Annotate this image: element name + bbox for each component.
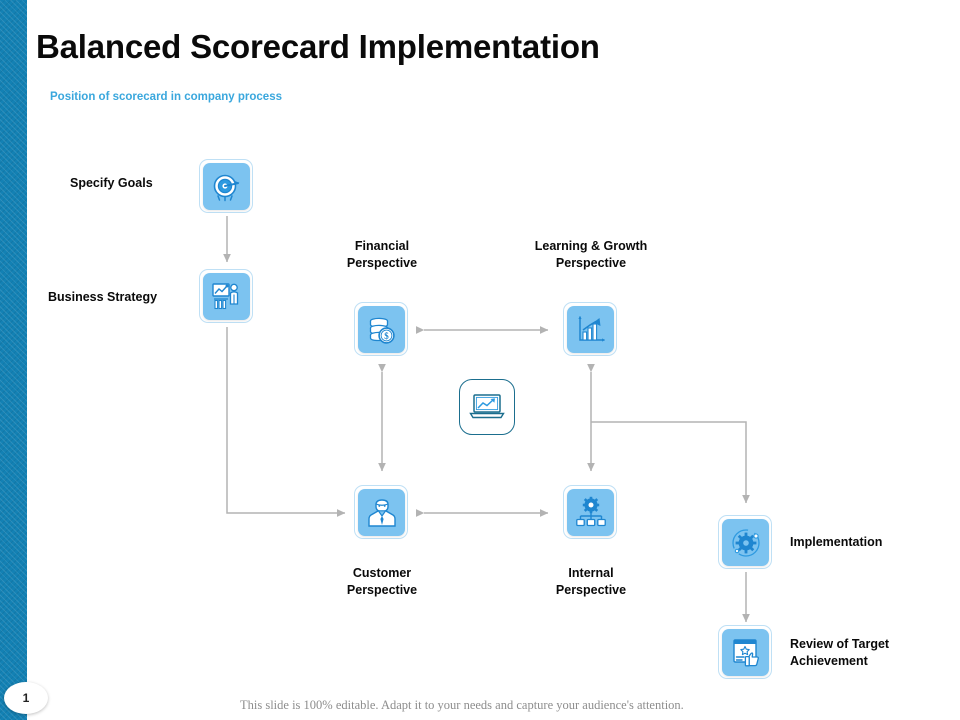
node-label-learning-growth: Learning & Growth Perspective (534, 239, 648, 271)
tile-plate (203, 163, 250, 210)
tile-plate (567, 306, 614, 353)
page-title: Balanced Scorecard Implementation (36, 28, 600, 65)
node-icon-scorecard-center[interactable] (459, 379, 515, 435)
tile-plate: $ (358, 306, 405, 353)
accent-band (0, 0, 27, 720)
user-tie-icon (367, 498, 396, 527)
node-icon-learning-growth[interactable] (563, 302, 619, 358)
node-label-customer: Customer Perspective (346, 566, 418, 598)
node-icon-customer[interactable] (354, 485, 410, 541)
node-icon-internal[interactable] (563, 485, 619, 541)
report-thumbsup-icon (732, 638, 759, 666)
tile-plate (722, 629, 769, 676)
node-label-business-strategy: Business Strategy (48, 290, 158, 304)
growth-chart-icon (577, 315, 605, 342)
node-icon-business-strategy[interactable] (199, 269, 255, 325)
svg-text:$: $ (384, 331, 389, 341)
node-label-implementation: Implementation (790, 535, 883, 549)
tile-frame (718, 515, 772, 569)
page-subtitle: Position of scorecard in company process (50, 91, 282, 103)
tile-plate (722, 519, 769, 566)
node-icon-implementation[interactable] (718, 515, 774, 571)
tile-plate (358, 489, 405, 536)
node-label-internal: Internal Perspective (555, 566, 627, 598)
node-label-review-target: Review of Target Achievement (790, 637, 890, 669)
tile-frame (563, 302, 617, 356)
node-icon-financial[interactable]: $ (354, 302, 410, 358)
node-icon-review-target[interactable] (718, 625, 774, 681)
tile-frame (718, 625, 772, 679)
laptop-chart-icon (469, 394, 505, 419)
presentation-icon (211, 282, 238, 309)
tile-frame-white (459, 379, 515, 435)
node-icon-specify-goals[interactable] (199, 159, 255, 215)
tile-frame (354, 302, 408, 356)
tile-plate (567, 489, 614, 536)
gear-hierarchy-icon (575, 496, 606, 526)
connector-strategy-to-customer (226, 327, 346, 517)
page-number-badge: 1 (4, 682, 48, 714)
gear-orbit-icon (731, 528, 760, 557)
tile-frame (354, 485, 408, 539)
tile-frame (563, 485, 617, 539)
node-label-financial: Financial Perspective (346, 239, 418, 271)
tile-frame (199, 159, 253, 213)
footer-note: This slide is 100% editable. Adapt it to… (240, 698, 684, 712)
tile-frame (199, 269, 253, 323)
node-label-specify-goals: Specify Goals (70, 176, 153, 190)
tile-plate (203, 273, 250, 320)
coins-dollar-icon: $ (369, 317, 395, 344)
target-icon (213, 174, 239, 201)
